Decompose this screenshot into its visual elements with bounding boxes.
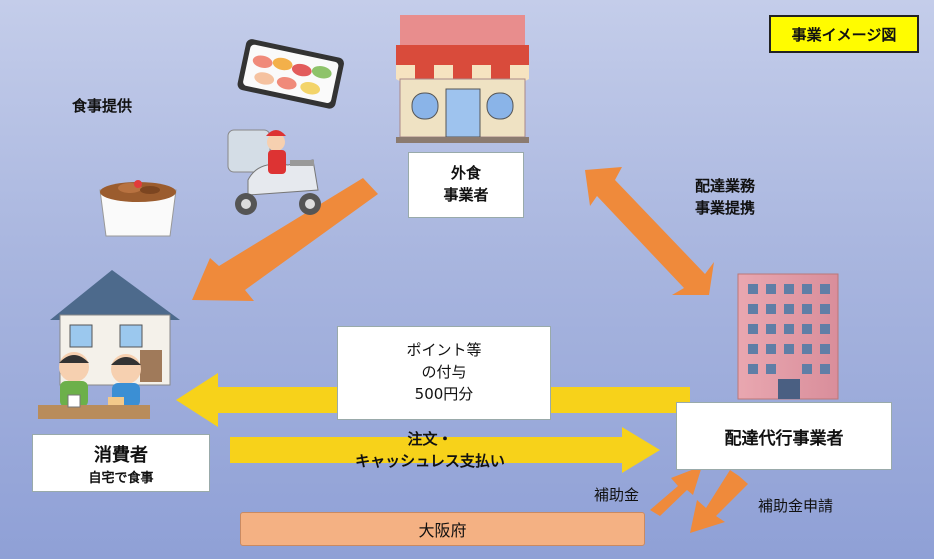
order-label: 注文・ キャッシュレス支払い — [330, 429, 530, 473]
office-building-icon — [737, 273, 839, 400]
points-label-line1: ポイント等 — [406, 341, 482, 360]
delivery-agent-label: 配達代行事業者 — [724, 428, 844, 449]
osaka-box: 大阪府 — [240, 512, 645, 546]
meal-label: 食事提供 — [72, 97, 133, 115]
consumer-title: 消費者 — [94, 444, 148, 466]
partnership-label: 配達業務 事業提携 — [695, 176, 755, 220]
points-label-line2: の付与 — [421, 363, 467, 382]
partnership-arrow — [585, 167, 714, 295]
meal-delivery-arrow — [192, 178, 378, 301]
title-badge: 事業イメージ図 — [769, 15, 919, 53]
consumer-sub: 自宅で食事 — [88, 470, 154, 486]
subsidy-label: 補助金 — [594, 486, 640, 504]
sushi-tray-icon — [237, 39, 344, 109]
restaurant-label-line2: 事業者 — [443, 186, 489, 204]
restaurant-label-line1: 外食 — [450, 164, 481, 183]
title-badge-text: 事業イメージ図 — [791, 25, 897, 44]
points-box: ポイント等 の付与 500円分 — [337, 326, 551, 420]
delivery-scooter-icon — [227, 129, 321, 215]
partnership-label-line2: 事業提携 — [695, 198, 756, 217]
points-label-line3: 500円分 — [414, 384, 474, 403]
restaurant-box: 外食 事業者 — [408, 152, 524, 218]
subsidy-application-arrow — [690, 470, 748, 533]
delivery-agent-box: 配達代行事業者 — [676, 402, 892, 470]
osaka-label: 大阪府 — [418, 521, 467, 540]
order-label-line2: キャッシュレス支払い — [355, 451, 505, 470]
partnership-label-line1: 配達業務 — [695, 177, 756, 195]
gyudon-bowl-icon — [99, 180, 177, 237]
order-label-line1: 注文・ — [407, 430, 453, 448]
family-eating-icon — [38, 352, 150, 419]
consumer-box: 消費者 自宅で食事 — [32, 434, 210, 492]
storefront-icon — [396, 15, 529, 143]
order-arrow — [230, 427, 660, 473]
subsidy-application-label: 補助金申請 — [758, 497, 834, 515]
subsidy-arrow — [650, 466, 702, 516]
